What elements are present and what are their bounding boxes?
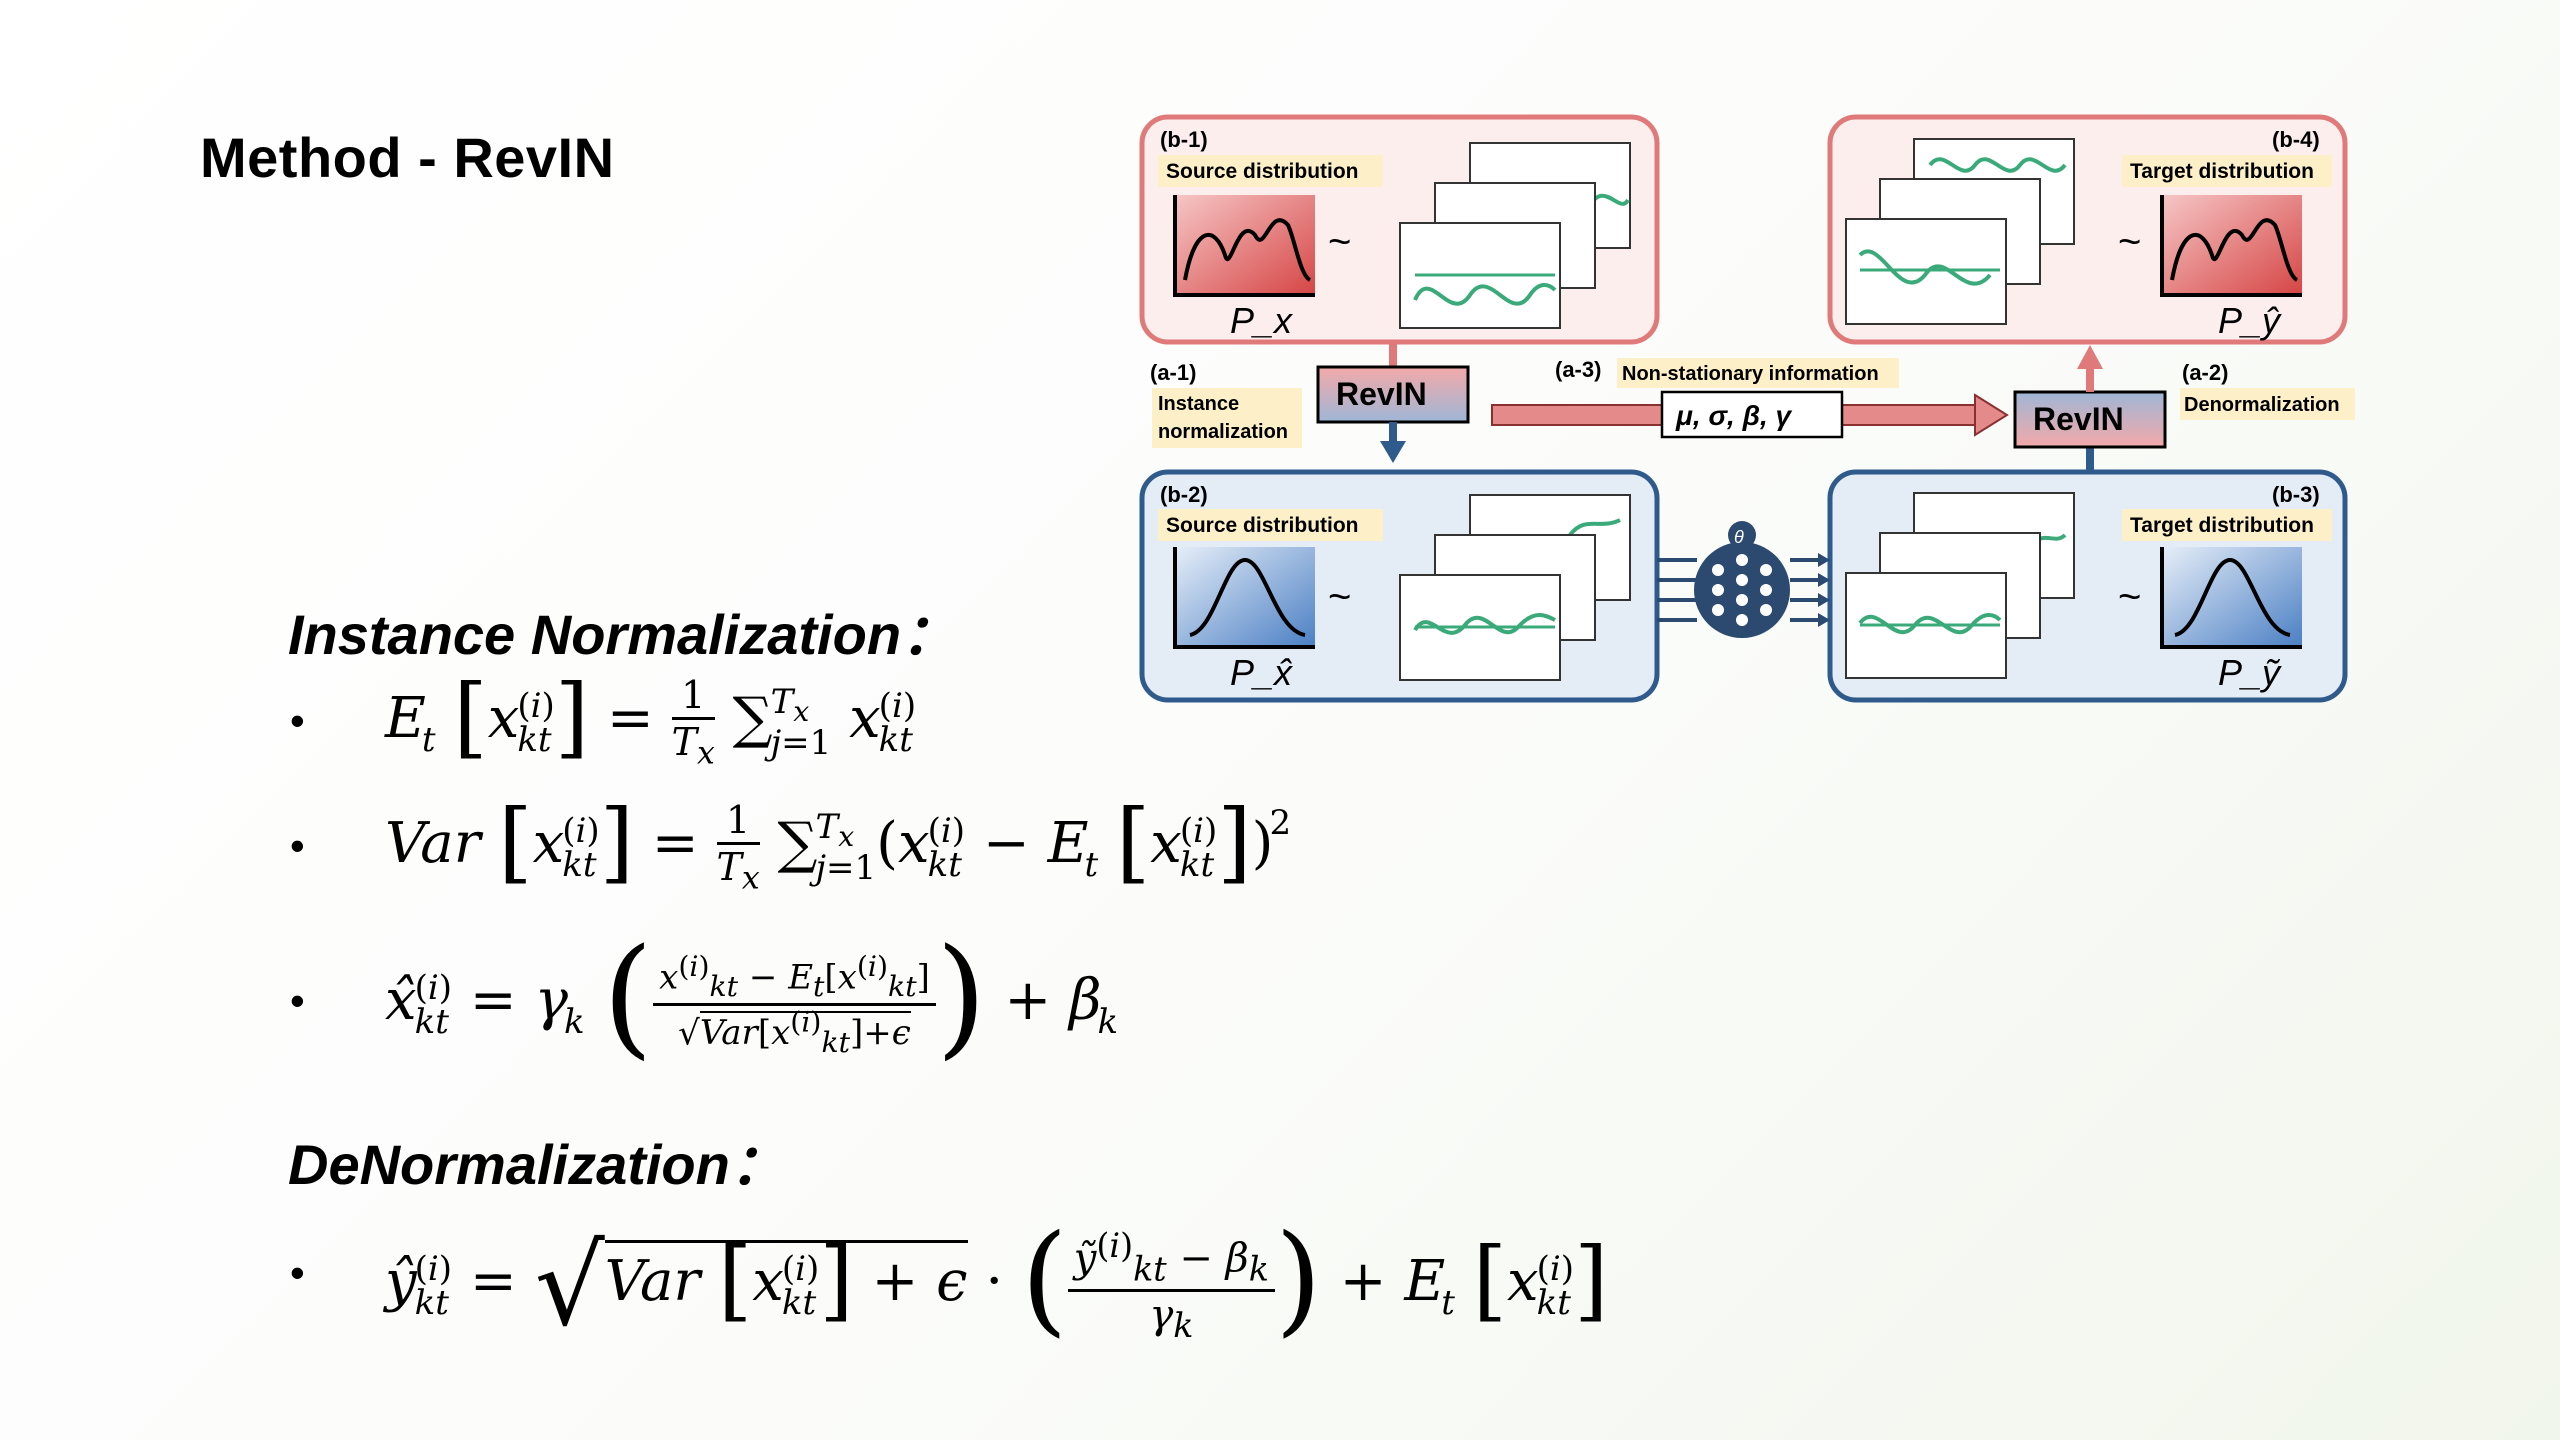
revin-left-label: RevIN	[1336, 376, 1427, 412]
label-a1-line2: normalization	[1158, 421, 1288, 443]
revin-right-block: RevIN	[2013, 345, 2167, 472]
equation-denorm: ŷ(i)kt = √Var [x(i)kt] + ϵ · ( ỹ(i)kt − …	[385, 1210, 1609, 1350]
panel-b3-dist: P_ỹ	[2218, 652, 2282, 693]
panel-b4-dist: P_ŷ	[2218, 300, 2282, 341]
panel-b4-label: Target distribution	[2130, 160, 2314, 183]
non-stationary-arrow: (a-3) Non-stationary information μ, σ, β…	[1491, 357, 2009, 439]
panel-b4: (b-4) Target distribution ~ P_ŷ	[1827, 114, 2348, 345]
slide-title: Method - RevIN	[200, 126, 615, 189]
label-a1-tag: (a-1)	[1150, 360, 1196, 385]
params-text: μ, σ, β, γ	[1675, 400, 1793, 431]
network-icon: θ	[1657, 521, 1830, 638]
section-instance-normalization: Instance Normalization：	[288, 603, 958, 666]
equation-norm: x̂(i)kt = γk ( x(i)kt − Et[x(i)kt] √Var[…	[385, 920, 1119, 1072]
panel-b3-tag: (b-3)	[2272, 482, 2320, 507]
panel-b2-dist: P_x̂	[1230, 652, 1294, 693]
panel-b1-dist: P_x	[1230, 300, 1294, 341]
bullet-mean: •	[290, 697, 305, 744]
panel-b1-tag: (b-1)	[1160, 127, 1208, 152]
panel-b2-tag: (b-2)	[1160, 482, 1208, 507]
panel-b1-label: Source distribution	[1166, 160, 1359, 183]
label-a1-line1: Instance	[1158, 393, 1239, 415]
label-a3-tag: (a-3)	[1555, 357, 1601, 382]
section-denormalization: DeNormalization：	[288, 1133, 786, 1196]
panel-b1-tilde: ~	[1328, 220, 1351, 264]
panel-b3-tilde: ~	[2118, 575, 2141, 619]
revin-right-label: RevIN	[2033, 401, 2124, 437]
panel-b1: (b-1) Source distribution P_x ~	[1139, 114, 1660, 345]
revin-diagram: (b-1) Source distribution P_x ~ (b-4) Ta…	[1130, 105, 2360, 715]
panel-b2: (b-2) Source distribution P_x̂ ~	[1139, 469, 1660, 703]
revin-left-block: RevIN	[1316, 342, 1470, 463]
panel-b3: (b-3) Target distribution ~ P_ỹ	[1827, 469, 2348, 703]
panel-b4-tilde: ~	[2118, 220, 2141, 264]
panel-b4-tag: (b-4)	[2272, 127, 2320, 152]
label-a2-text: Denormalization	[2184, 394, 2340, 416]
label-a2-tag: (a-2)	[2182, 360, 2228, 385]
label-a1: (a-1) Instance normalization	[1150, 360, 1302, 448]
bullet-norm: •	[290, 977, 305, 1024]
theta-label: θ	[1734, 527, 1744, 547]
panel-b2-tilde: ~	[1328, 575, 1351, 619]
bullet-denorm: •	[290, 1249, 305, 1296]
label-a2: (a-2) Denormalization	[2180, 360, 2355, 420]
label-a3-text: Non-stationary information	[1622, 363, 1879, 385]
panel-b2-label: Source distribution	[1166, 514, 1359, 537]
panel-b3-label: Target distribution	[2130, 514, 2314, 537]
bullet-var: •	[290, 822, 305, 869]
